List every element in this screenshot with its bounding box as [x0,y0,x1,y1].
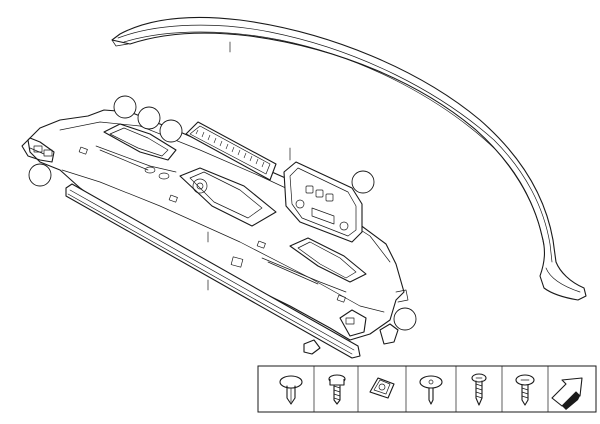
arrow-direction-icon [551,377,583,410]
callouts [28,95,417,331]
strip-clip [303,339,321,355]
rear-parcel-shelf [21,109,409,345]
screw-with-washer-icon [328,374,346,405]
callout-6 [393,307,417,331]
self-tapping-screw-icon [471,373,487,406]
speaker-grille [185,121,277,181]
callout-4 [28,163,52,187]
rear-shelf-trim-frame [111,16,587,301]
flange-screw-icon [515,374,535,406]
callout-2 [137,106,161,130]
expanding-rivet-icon [419,375,443,405]
callout-1 [113,95,137,119]
callout-5 [351,170,375,194]
push-clip-icon [279,375,303,405]
fastener-strip [257,365,597,413]
control-panel-bezel [283,147,363,243]
spring-nut-icon [369,377,395,399]
shelf-side-strip [65,183,361,359]
callout-3 [159,119,183,143]
